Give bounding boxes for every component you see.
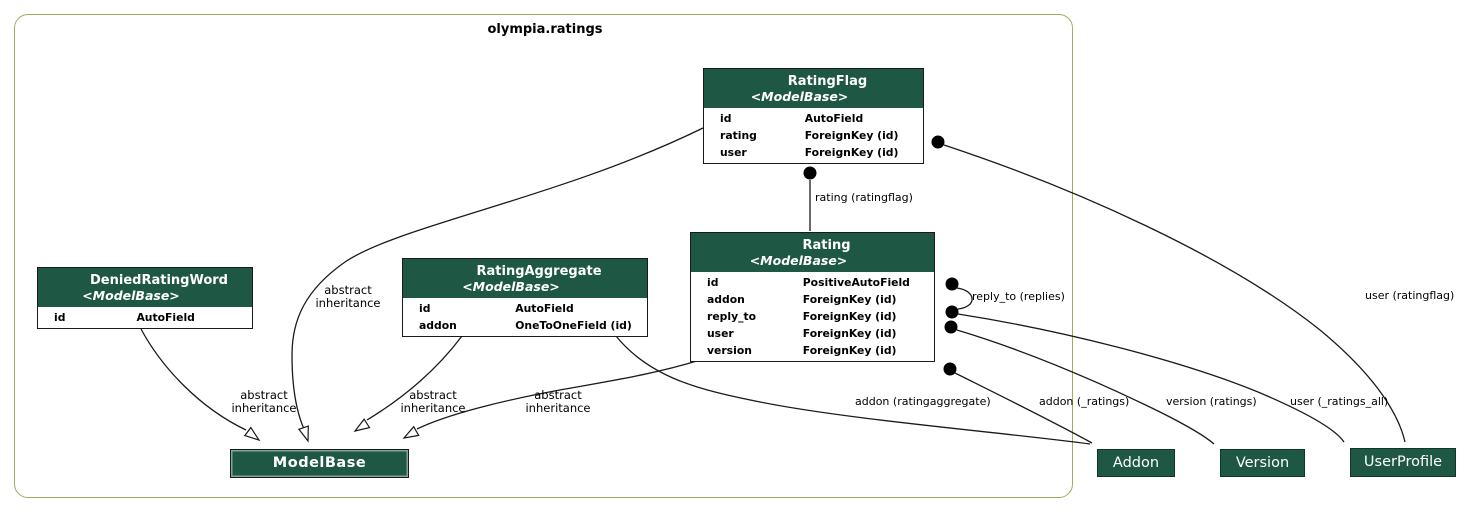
field-type: ForeignKey (id) [802,310,897,323]
field-row: id AutoField [704,110,923,127]
edge-label-replyto-replies: reply_to (replies) [972,290,1065,303]
model-fields: id AutoField [38,309,252,328]
inheritance-label: abstract inheritance [231,388,297,415]
node-addon: Addon [1097,449,1175,477]
model-base: <ModelBase> [749,253,848,268]
field-row: id AutoField [38,309,252,326]
field-name: id [54,311,66,324]
node-userprofile: UserProfile [1350,448,1456,477]
field-row: addon ForeignKey (id) [691,291,934,308]
model-fields: id AutoField rating ForeignKey (id) user… [704,110,923,163]
model-header: RatingFlag <ModelBase> [704,69,923,110]
model-base: <ModelBase> [462,279,560,294]
model-header: RatingAggregate <ModelBase> [403,259,647,300]
field-type: AutoField [136,311,195,324]
field-type: ForeignKey (id) [804,129,899,142]
field-type: PositiveAutoField [802,276,910,289]
field-row: version ForeignKey (id) [691,342,934,359]
node-modelbase: ModelBase [230,449,409,478]
field-name: version [707,344,752,357]
model-header: DeniedRatingWord <ModelBase> [38,268,252,309]
field-type: AutoField [804,112,864,125]
node-version: Version [1220,449,1305,477]
model-base: <ModelBase> [82,288,180,303]
model-header: Rating <ModelBase> [691,233,934,274]
inheritance-label: abstract inheritance [315,283,381,310]
model-ratingaggregate: RatingAggregate <ModelBase> id AutoField… [402,258,648,337]
field-type: AutoField [515,302,574,315]
field-name: id [707,276,719,289]
field-name: addon [707,293,745,306]
field-type: ForeignKey (id) [802,344,897,357]
inheritance-label: abstract inheritance [400,388,466,415]
model-fields: id AutoField addon OneToOneField (id) [403,300,647,336]
field-name: id [419,302,431,315]
field-name: user [720,146,747,159]
model-ratingflag: RatingFlag <ModelBase> id AutoField rati… [703,68,924,164]
model-title: Rating [802,238,851,253]
field-name: user [707,327,734,340]
field-row: user ForeignKey (id) [704,144,923,161]
field-row: id AutoField [403,300,647,317]
model-title: DeniedRatingWord [90,273,228,288]
field-type: ForeignKey (id) [802,327,897,340]
edge-label-user-ratingflag: user (ratingflag) [1365,289,1455,302]
field-type: OneToOneField (id) [515,319,632,332]
field-name: id [720,112,732,125]
field-name: reply_to [707,310,757,323]
field-row: rating ForeignKey (id) [704,127,923,144]
edge-label-rating-ratingflag: rating (ratingflag) [815,191,913,204]
edge-label-addon-ratings: addon (_ratings) [1039,395,1130,408]
model-title: RatingAggregate [476,264,602,279]
model-base: <ModelBase> [750,89,849,104]
edge-label-version-ratings: version (ratings) [1166,395,1257,408]
cluster-title: olympia.ratings [487,22,603,37]
field-row: id PositiveAutoField [691,274,934,291]
field-type: ForeignKey (id) [802,293,897,306]
model-title: RatingFlag [787,74,868,89]
inheritance-label: abstract inheritance [525,388,591,415]
field-row: reply_to ForeignKey (id) [691,308,934,325]
model-deniedratingword: DeniedRatingWord <ModelBase> id AutoFiel… [37,267,253,329]
model-fields: id PositiveAutoField addon ForeignKey (i… [691,274,934,361]
field-row: addon OneToOneField (id) [403,317,647,334]
field-name: addon [419,319,457,332]
model-rating: Rating <ModelBase> id PositiveAutoField … [690,232,935,362]
field-row: user ForeignKey (id) [691,325,934,342]
edge-label-addon-ratingaggregate: addon (ratingaggregate) [855,395,991,408]
field-type: ForeignKey (id) [804,146,899,159]
field-name: rating [720,129,757,142]
edge-label-user-ratings-all: user (_ratings_all) [1290,395,1389,408]
